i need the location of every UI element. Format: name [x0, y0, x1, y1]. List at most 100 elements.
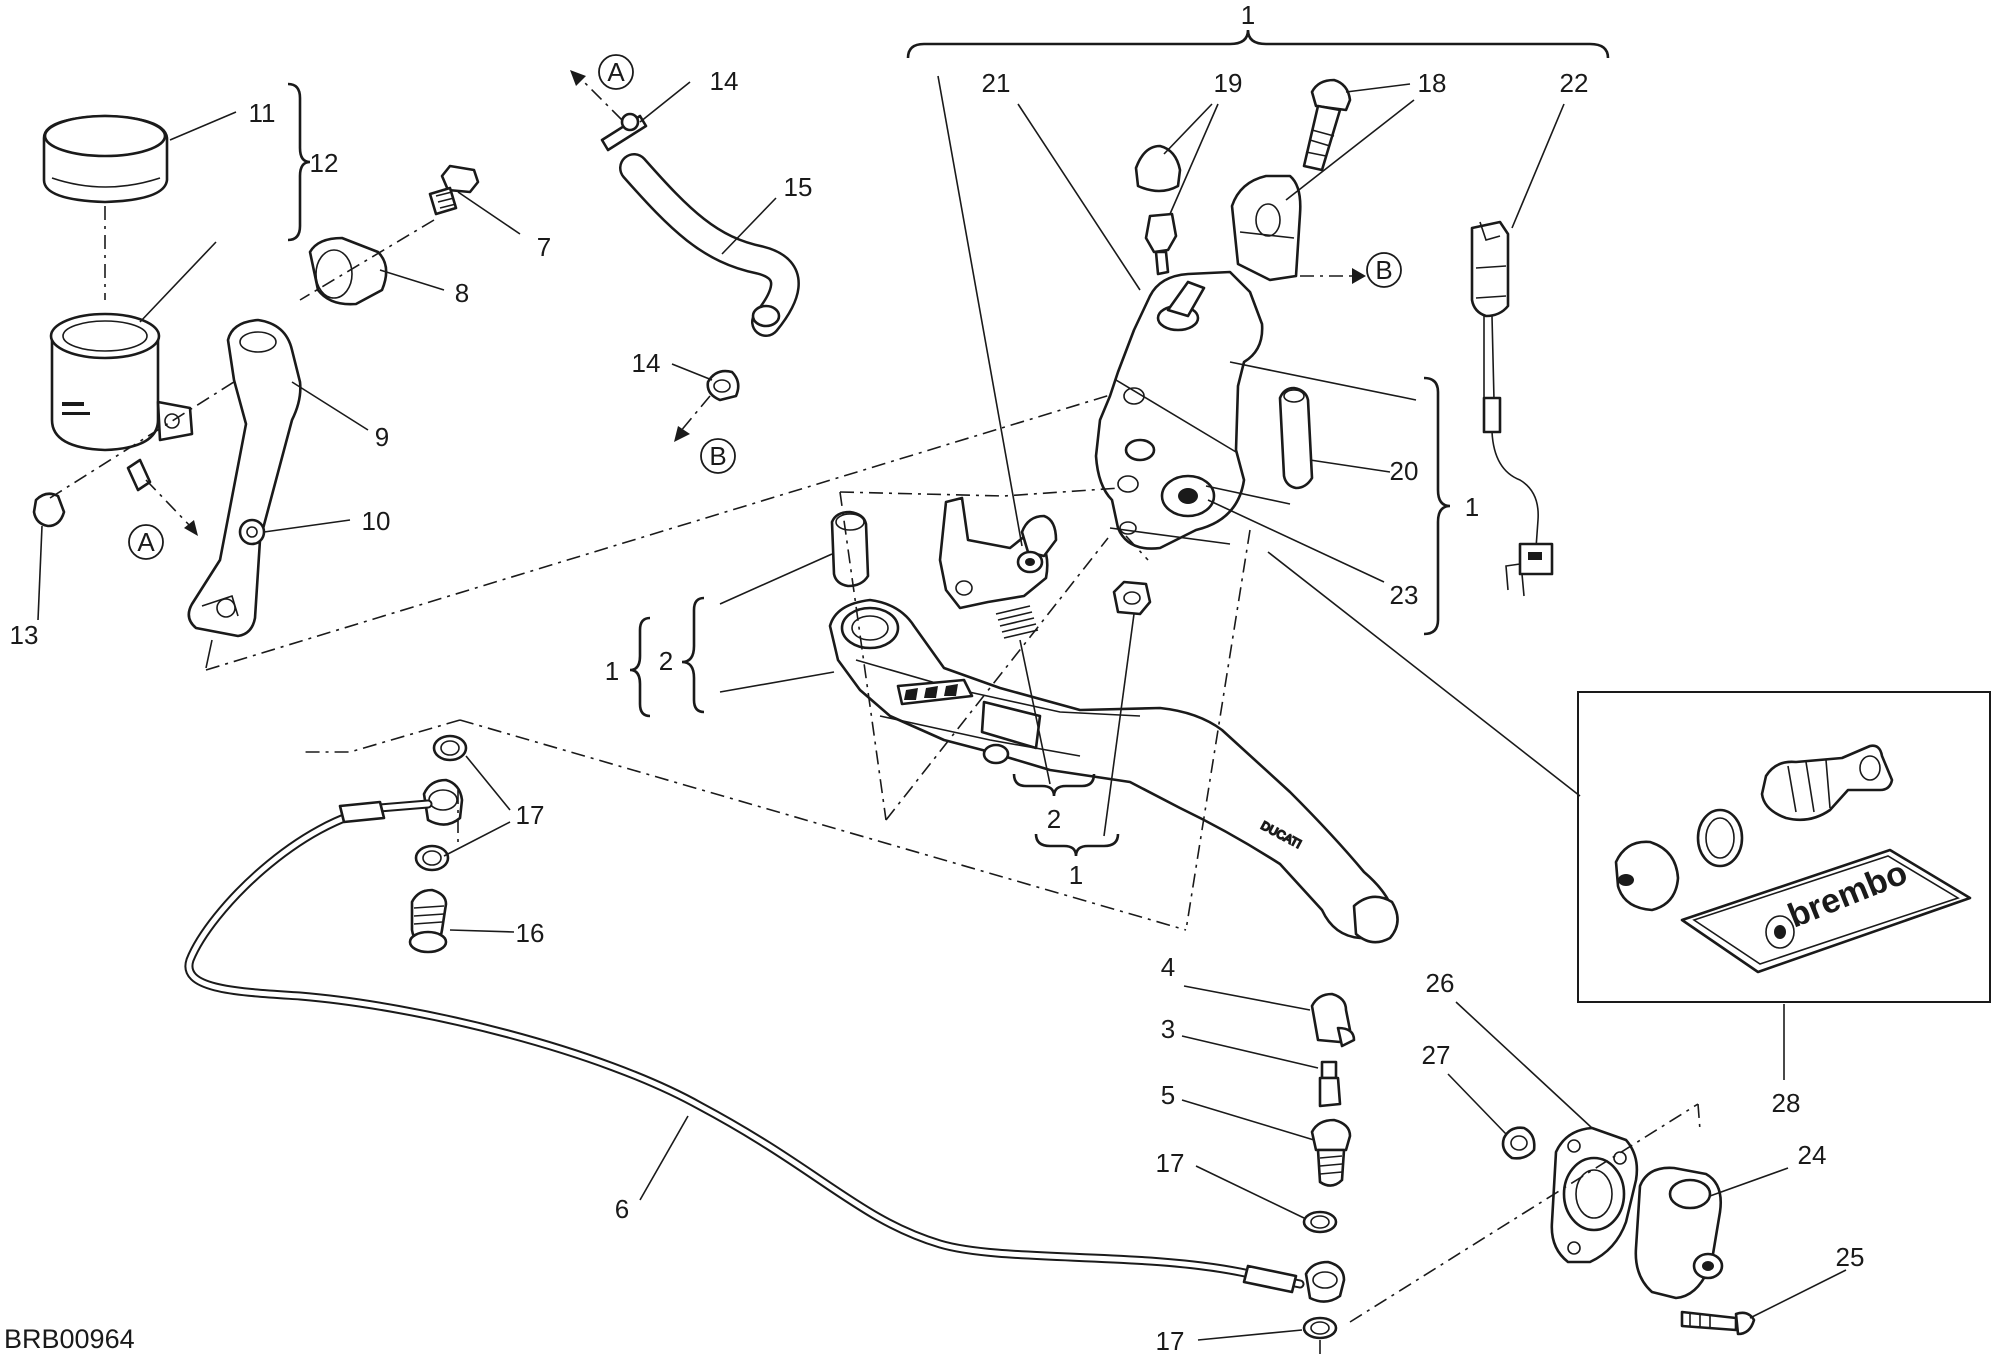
callout-24: 24 — [1798, 1140, 1827, 1170]
brake-lever-1: DUCATI — [828, 598, 1399, 944]
callout-11: 11 — [249, 98, 276, 128]
arrow-head-b-right — [1352, 268, 1366, 284]
svg-text:B: B — [709, 441, 726, 471]
callout-17-top: 17 — [516, 800, 545, 830]
callout-2-left: 2 — [659, 646, 673, 676]
drawing-code: BRB00964 — [4, 1324, 135, 1354]
callout-8: 8 — [455, 278, 469, 308]
sealing-washer-17-top — [432, 734, 468, 762]
screw-axis-line — [49, 374, 246, 499]
callout-23: 23 — [1390, 580, 1419, 610]
callout-10: 10 — [362, 506, 391, 536]
marker-b-left: B — [700, 438, 736, 474]
sealing-washer-17-right-bottom — [1302, 1316, 1338, 1340]
callout-9: 9 — [375, 422, 389, 452]
kit-circlip — [1696, 808, 1744, 868]
bracket-axis-line — [299, 219, 435, 301]
reservoir-bracket-9 — [187, 318, 302, 638]
lever-box-diag — [885, 537, 1109, 821]
callout-1-left: 1 — [605, 656, 619, 686]
hose-arrow-b-line — [679, 395, 711, 433]
marker-a-top: A — [598, 54, 634, 90]
hose-clamp-top — [600, 112, 648, 152]
bracket-to-pump-line — [205, 391, 1121, 671]
reservoir-cap — [42, 114, 169, 204]
brace-12 — [287, 82, 311, 242]
kit-leader-line — [1267, 551, 1581, 797]
fluid-reservoir — [49, 312, 194, 452]
callout-5: 5 — [1161, 1080, 1175, 1110]
arrow-head-a-left — [184, 520, 198, 536]
arrow-head-b-left — [674, 426, 690, 442]
sealing-washer-17-right-top — [1302, 1210, 1338, 1234]
screw-10 — [238, 518, 266, 546]
seal-27 — [1501, 1126, 1536, 1160]
callout-27: 27 — [1422, 1040, 1451, 1070]
brace-1-bottom — [1034, 833, 1120, 857]
callout-1-top: 1 — [1241, 0, 1255, 30]
reservoir-arrow-a-line — [145, 479, 193, 529]
bolt-7 — [428, 164, 480, 216]
svg-text:A: A — [607, 57, 625, 87]
pin-20 — [1278, 386, 1314, 490]
svg-text:B: B — [1375, 255, 1392, 285]
callout-12: 12 — [310, 148, 339, 178]
callout-1-right: 1 — [1465, 492, 1479, 522]
callout-26: 26 — [1426, 968, 1455, 998]
clamp-block-18 — [1230, 174, 1302, 282]
bolt-25 — [1680, 1310, 1756, 1336]
brace-1-right — [1423, 376, 1451, 636]
callout-17-bottom: 17 — [1156, 1326, 1185, 1356]
nut-axis-line — [1125, 535, 1149, 561]
master-cylinder-body-1 — [1094, 270, 1264, 550]
screw-13 — [32, 492, 66, 528]
callout-28: 28 — [1772, 1088, 1801, 1118]
spring-2 — [995, 605, 1039, 639]
callout-21: 21 — [982, 68, 1011, 98]
reservoir-hose-15 — [619, 153, 800, 337]
nut-23 — [1112, 580, 1152, 616]
screw-18 — [1302, 78, 1352, 172]
bleed-cap-4 — [1310, 992, 1356, 1048]
brake-hose-6 — [184, 799, 1305, 1294]
lever-box-bottom — [459, 719, 1187, 931]
callout-3: 3 — [1161, 1014, 1175, 1044]
callout-2-bottom: 2 — [1047, 804, 1061, 834]
callout-13: 13 — [10, 620, 39, 650]
callout-labels: 1 21 19 18 22 14 15 14 11 12 7 8 9 10 13… — [10, 0, 1865, 1356]
bracket-tail-line — [205, 639, 213, 669]
adjuster-pivot — [938, 496, 1058, 610]
bushing-2 — [830, 510, 870, 588]
brace-1-left — [629, 616, 651, 718]
hose-clamp-bottom — [706, 369, 740, 402]
pin-axis-line — [1205, 485, 1291, 505]
hose-arrow-a-line — [577, 75, 623, 121]
reservoir-hose-fitting — [126, 458, 152, 492]
callout-4: 4 — [1161, 952, 1175, 982]
banjo-bolt-5 — [1310, 1118, 1352, 1187]
callout-15: 15 — [784, 172, 813, 202]
bleed-cap-19 — [1134, 144, 1182, 193]
callout-22: 22 — [1560, 68, 1589, 98]
brace-2-bottom — [1012, 773, 1096, 797]
callout-18: 18 — [1418, 68, 1447, 98]
callout-6: 6 — [615, 1194, 629, 1224]
brace-2-left — [681, 596, 705, 714]
callout-14-top: 14 — [710, 66, 739, 96]
callout-1-bottom: 1 — [1069, 860, 1083, 890]
kit-seal-cap — [1614, 840, 1680, 912]
callout-17-mid: 17 — [1156, 1148, 1185, 1178]
sealing-washer-17-mid — [414, 844, 450, 872]
kit-piston — [1760, 744, 1894, 822]
marker-a-left: A — [128, 524, 164, 560]
lever-box-top — [839, 487, 1121, 497]
bleed-valve-3 — [1318, 1060, 1342, 1108]
slave-cylinder-24 — [1634, 1166, 1724, 1300]
brake-switch-22 — [1470, 220, 1554, 597]
slave-housing-26 — [1550, 1126, 1639, 1264]
callout-20: 20 — [1390, 456, 1419, 486]
slave-axis-line — [1349, 1103, 1699, 1323]
callout-25: 25 — [1836, 1242, 1865, 1272]
brace-1-top — [906, 29, 1610, 59]
